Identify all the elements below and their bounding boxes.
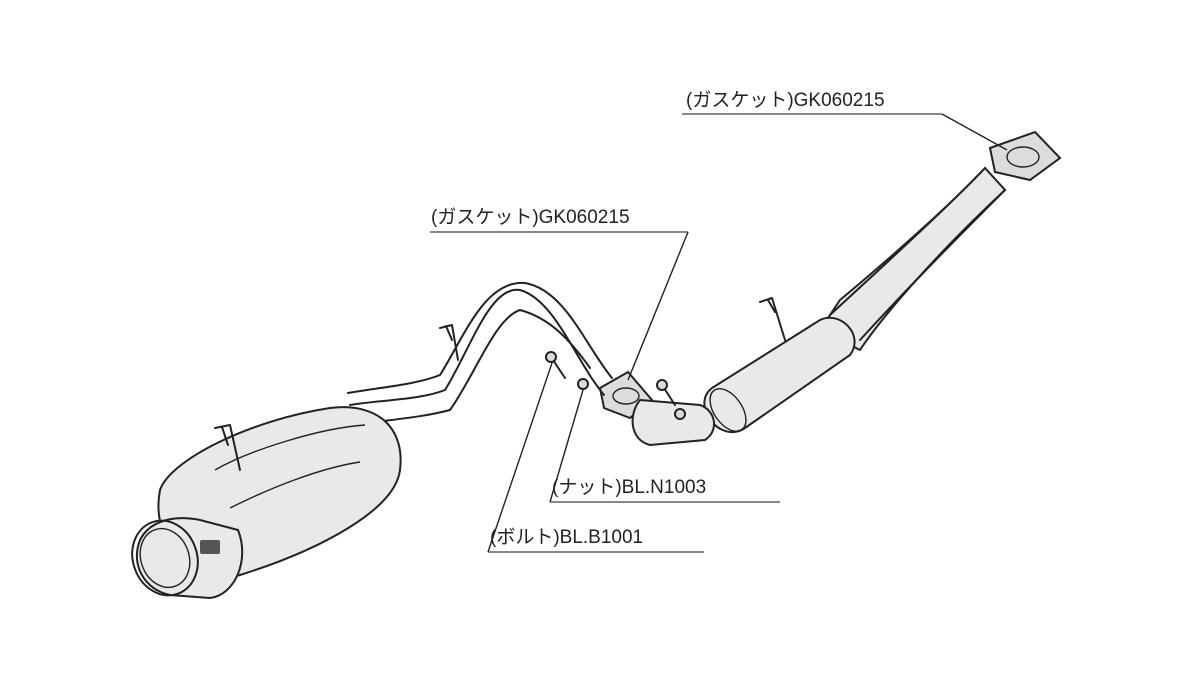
center-resonator	[703, 316, 856, 434]
callout-gasket-mid-label: (ガスケット)GK060215	[431, 206, 630, 228]
callout-bolt: (ボルト)BL.B1001	[487, 362, 704, 553]
bolt-left	[545, 351, 566, 379]
callout-gasket-top: (ガスケット)GK060215	[682, 89, 1008, 151]
callout-bolt-label: (ボルト)BL.B1001	[490, 526, 643, 548]
callout-nut-label: (ナット)BL.N1003	[552, 477, 706, 498]
rear-pipe-hanger	[439, 324, 459, 361]
callout-gasket-mid: (ガスケット)GK060215	[430, 206, 689, 381]
mid-flange-joint	[598, 370, 715, 447]
center-hanger	[759, 297, 786, 341]
tail-pipe	[131, 517, 244, 600]
nut-left	[577, 378, 589, 390]
bolt-right	[656, 379, 676, 406]
emblem-badge	[200, 540, 220, 554]
callout-gasket-top-label: (ガスケット)GK060215	[686, 89, 885, 111]
callout-nut: (ナット)BL.N1003	[549, 389, 780, 503]
front-pipe	[818, 166, 1007, 352]
muffler-hanger	[214, 424, 241, 471]
over-axle-pipe	[347, 281, 613, 426]
nut-right	[674, 408, 686, 420]
top-flange	[988, 130, 1062, 182]
